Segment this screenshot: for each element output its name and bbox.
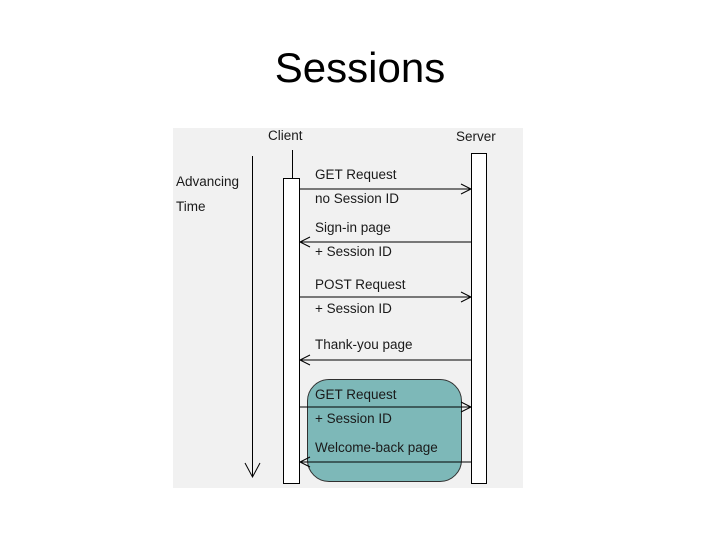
message-2-sublabel: + Session ID [315, 244, 392, 259]
arrow-post-request [300, 291, 473, 303]
arrow-thank-you-page [298, 354, 471, 366]
arrow-welcome-back-page [298, 456, 471, 468]
actor-label-server: Server [456, 129, 496, 144]
advancing-time-line2: Time [176, 199, 206, 214]
message-5-label: GET Request [315, 387, 397, 402]
slide-title: Sessions [274, 44, 446, 91]
advancing-time-arrow [244, 156, 261, 479]
client-activation-bar [283, 178, 300, 484]
actor-label-client: Client [268, 128, 303, 143]
message-3-sublabel: + Session ID [315, 301, 392, 316]
message-3-label: POST Request [315, 277, 406, 292]
arrow-get-request-1 [300, 183, 473, 195]
server-activation-bar [471, 153, 487, 484]
message-5-sublabel: + Session ID [315, 411, 392, 426]
message-4-label: Thank-you page [315, 337, 413, 352]
message-2-label: Sign-in page [315, 220, 391, 235]
message-1-sublabel: no Session ID [315, 191, 400, 206]
arrow-get-request-2 [300, 401, 473, 413]
session-highlight-box [307, 379, 462, 482]
arrow-sign-in-page [298, 236, 471, 248]
advancing-time-label: Advancing Time [176, 169, 239, 219]
advancing-time-line1: Advancing [176, 174, 240, 189]
message-6-label: Welcome-back page [315, 440, 438, 455]
message-1-label: GET Request [315, 167, 397, 182]
